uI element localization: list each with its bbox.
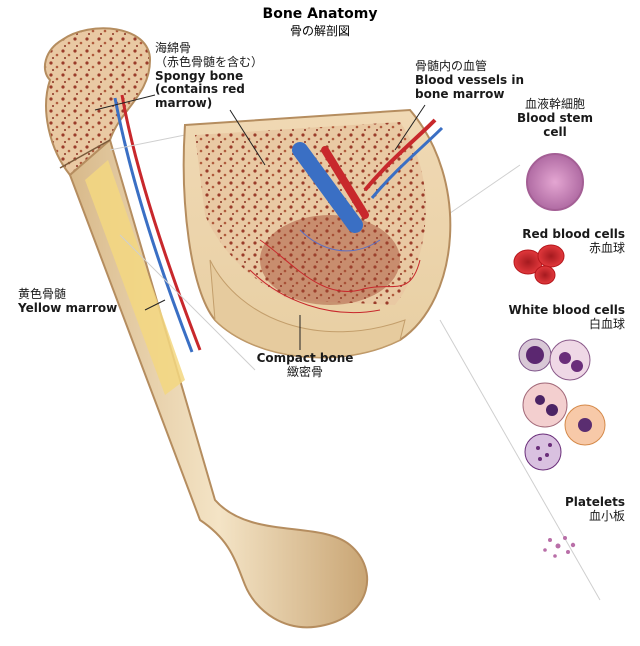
femur-head xyxy=(43,27,152,177)
compact-en: Compact bone xyxy=(256,351,354,365)
spongy-en1: Spongy bone xyxy=(155,68,244,83)
spongy-jp1: 海綿骨 xyxy=(155,41,192,55)
blood-stem-cell xyxy=(526,153,584,211)
vessels-en1: Blood vessels in xyxy=(415,72,524,87)
diagram-title: Bone Anatomy 骨の解剖図 xyxy=(230,6,410,39)
zoom-lines xyxy=(109,134,601,601)
rbc-en: Red blood cells xyxy=(522,227,625,241)
pointer-lines xyxy=(94,94,426,350)
vessels-en2: bone marrow xyxy=(415,86,505,101)
femur-shaft xyxy=(68,138,369,629)
compact-jp: 緻密骨 xyxy=(286,364,323,379)
vessels-jp: 骨髄内の血管 xyxy=(415,59,488,73)
stem-en2: cell xyxy=(543,124,567,139)
title-jp: 骨の解剖図 xyxy=(289,24,350,38)
cross-section xyxy=(182,108,452,359)
label-white-blood-cells: White blood cells 白血球 xyxy=(495,303,625,332)
label-platelets: Platelets 血小板 xyxy=(520,495,625,524)
label-red-blood-cells: Red blood cells 赤血球 xyxy=(500,227,625,256)
label-blood-vessels: 骨髄内の血管 Blood vessels in bone marrow xyxy=(415,59,524,101)
femur-bone xyxy=(43,27,369,629)
spongy-en3: marrow) xyxy=(155,96,213,111)
stem-en1: Blood stem xyxy=(516,110,594,125)
title-en: Bone Anatomy xyxy=(262,6,378,22)
spongy-jp2: （赤色骨髄を含む） xyxy=(155,54,264,69)
white-blood-cells xyxy=(518,338,606,471)
red-blood-cells xyxy=(513,244,565,285)
label-spongy-bone: 海綿骨 （赤色骨髄を含む） Spongy bone (contains red … xyxy=(155,41,264,111)
platelets-en: Platelets xyxy=(564,495,625,509)
yellow-jp: 黄色骨髄 xyxy=(18,287,67,301)
spongy-en2: (contains red xyxy=(155,82,245,97)
label-blood-stem-cell: 血液幹細胞 Blood stem cell xyxy=(505,97,605,139)
stem-jp: 血液幹細胞 xyxy=(524,97,585,111)
wbc-en: White blood cells xyxy=(508,303,625,317)
yellow-marrow-channel xyxy=(85,160,185,395)
wbc-jp: 白血球 xyxy=(588,316,625,331)
yellow-en: Yellow marrow xyxy=(18,300,118,315)
platelets-jp: 血小板 xyxy=(588,508,625,523)
platelets xyxy=(543,536,576,558)
label-compact-bone: Compact bone 緻密骨 xyxy=(250,351,360,380)
label-yellow-marrow: 黄色骨髄 Yellow marrow xyxy=(18,287,118,316)
rbc-jp: 赤血球 xyxy=(588,240,625,255)
